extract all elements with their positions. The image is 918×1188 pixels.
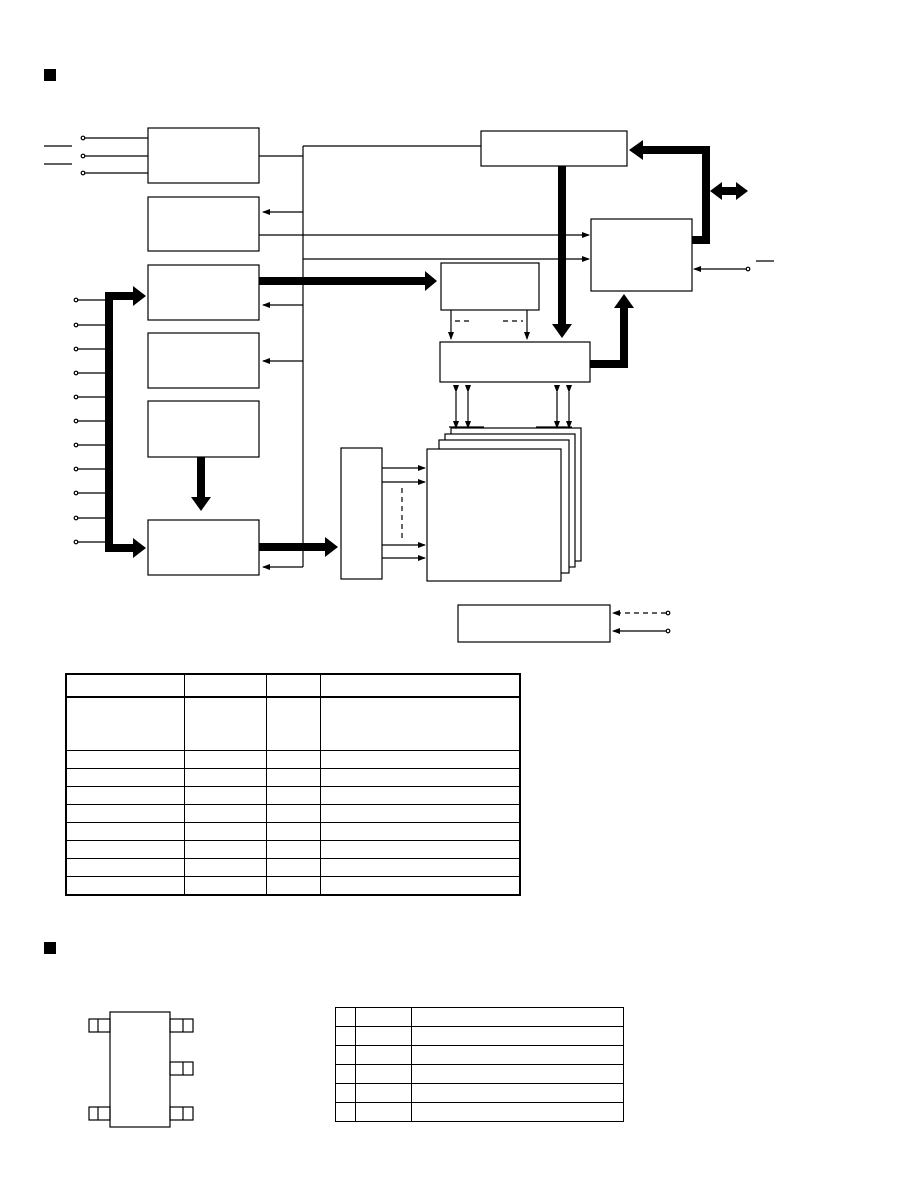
table-row xyxy=(335,1064,624,1084)
thick-arrow-wide-to-right xyxy=(590,294,634,368)
bus-block xyxy=(340,447,383,580)
block-f xyxy=(147,519,260,576)
table-row xyxy=(65,804,521,823)
table-row xyxy=(65,768,521,787)
left-input-terminals xyxy=(80,135,86,176)
block-c xyxy=(147,264,260,321)
table-row xyxy=(335,1083,624,1103)
thick-arrow-c-to-mid xyxy=(259,271,437,291)
table-row xyxy=(335,1007,624,1027)
table-row xyxy=(335,1045,624,1065)
table-row xyxy=(65,840,521,859)
package-pin-5 xyxy=(169,1018,194,1033)
port-lines xyxy=(77,299,108,543)
package-pin-3 xyxy=(169,1106,194,1121)
package-pin-2 xyxy=(88,1106,111,1121)
thick-arrow-right-to-top xyxy=(629,140,710,244)
port-bus-trunk xyxy=(105,292,113,552)
external-bidir-arrow xyxy=(710,182,748,200)
block-b xyxy=(147,196,260,252)
table-row xyxy=(65,696,521,751)
table-2 xyxy=(335,1007,624,1122)
thick-arrow-e-to-f xyxy=(191,457,211,511)
port-terminals xyxy=(73,297,79,545)
table-row xyxy=(65,858,521,877)
control-bus xyxy=(259,145,590,570)
package-pin-1 xyxy=(88,1018,111,1033)
table-row xyxy=(335,1102,624,1122)
top-right-block xyxy=(480,130,628,167)
right-block xyxy=(590,218,693,292)
thick-arrow-top-to-wide xyxy=(552,166,572,338)
section-1-bullet xyxy=(44,69,56,81)
package-pin-4 xyxy=(169,1061,194,1076)
block-d xyxy=(147,332,260,389)
memory-stack xyxy=(426,426,582,582)
table-row xyxy=(65,750,521,769)
mid-block xyxy=(440,262,540,311)
section-2-bullet xyxy=(44,942,56,954)
block-a xyxy=(147,127,260,184)
table-1-header-row xyxy=(65,673,521,698)
bus-to-memory-arrows xyxy=(382,465,426,561)
thick-arrow-port-bus-top xyxy=(109,286,146,306)
left-input-lines xyxy=(44,137,148,174)
thick-data-paths xyxy=(105,140,748,558)
table-row xyxy=(335,1026,624,1046)
right-block-input xyxy=(693,260,774,272)
bottom-right-inputs xyxy=(612,610,671,634)
mid-to-wide-links xyxy=(448,310,530,340)
table-row xyxy=(65,786,521,805)
bottom-right-block xyxy=(457,604,611,643)
table-row xyxy=(65,876,521,896)
thick-arrow-port-bus-bottom xyxy=(109,538,146,558)
table-1 xyxy=(65,673,521,896)
block-e xyxy=(147,400,260,458)
table-row xyxy=(65,822,521,841)
package-body xyxy=(109,1011,171,1128)
wide-block xyxy=(439,341,591,383)
thick-arrow-f-to-bus xyxy=(259,537,338,557)
package xyxy=(88,1011,194,1128)
memory-bidir-arrows xyxy=(453,385,572,429)
